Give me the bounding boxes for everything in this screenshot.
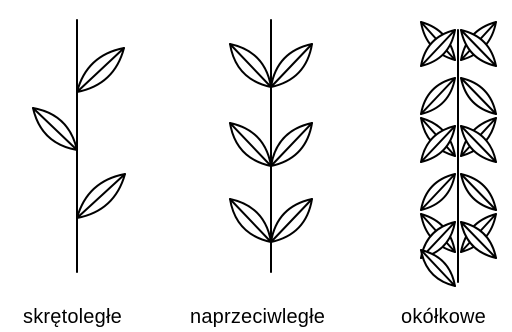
leaf <box>421 174 455 210</box>
leaf <box>230 199 271 242</box>
opposite-arrangement-plant <box>230 20 312 272</box>
leaf <box>271 199 312 242</box>
leaf <box>230 44 271 87</box>
leaf <box>421 78 455 114</box>
whorled-arrangement-plant <box>421 22 496 286</box>
leaf <box>230 123 271 166</box>
leaf <box>33 108 77 150</box>
leaf <box>77 48 124 92</box>
leaf <box>77 174 125 218</box>
leaf <box>271 44 312 87</box>
leaf <box>461 174 496 210</box>
leaf <box>461 78 496 114</box>
alternate-arrangement-plant <box>33 20 125 272</box>
caption-alternate: skrętoległe <box>23 306 122 329</box>
caption-opposite: naprzeciwległe <box>190 306 325 329</box>
caption-whorled: okółkowe <box>401 306 486 329</box>
leaf <box>271 123 312 166</box>
leaf <box>421 250 455 286</box>
